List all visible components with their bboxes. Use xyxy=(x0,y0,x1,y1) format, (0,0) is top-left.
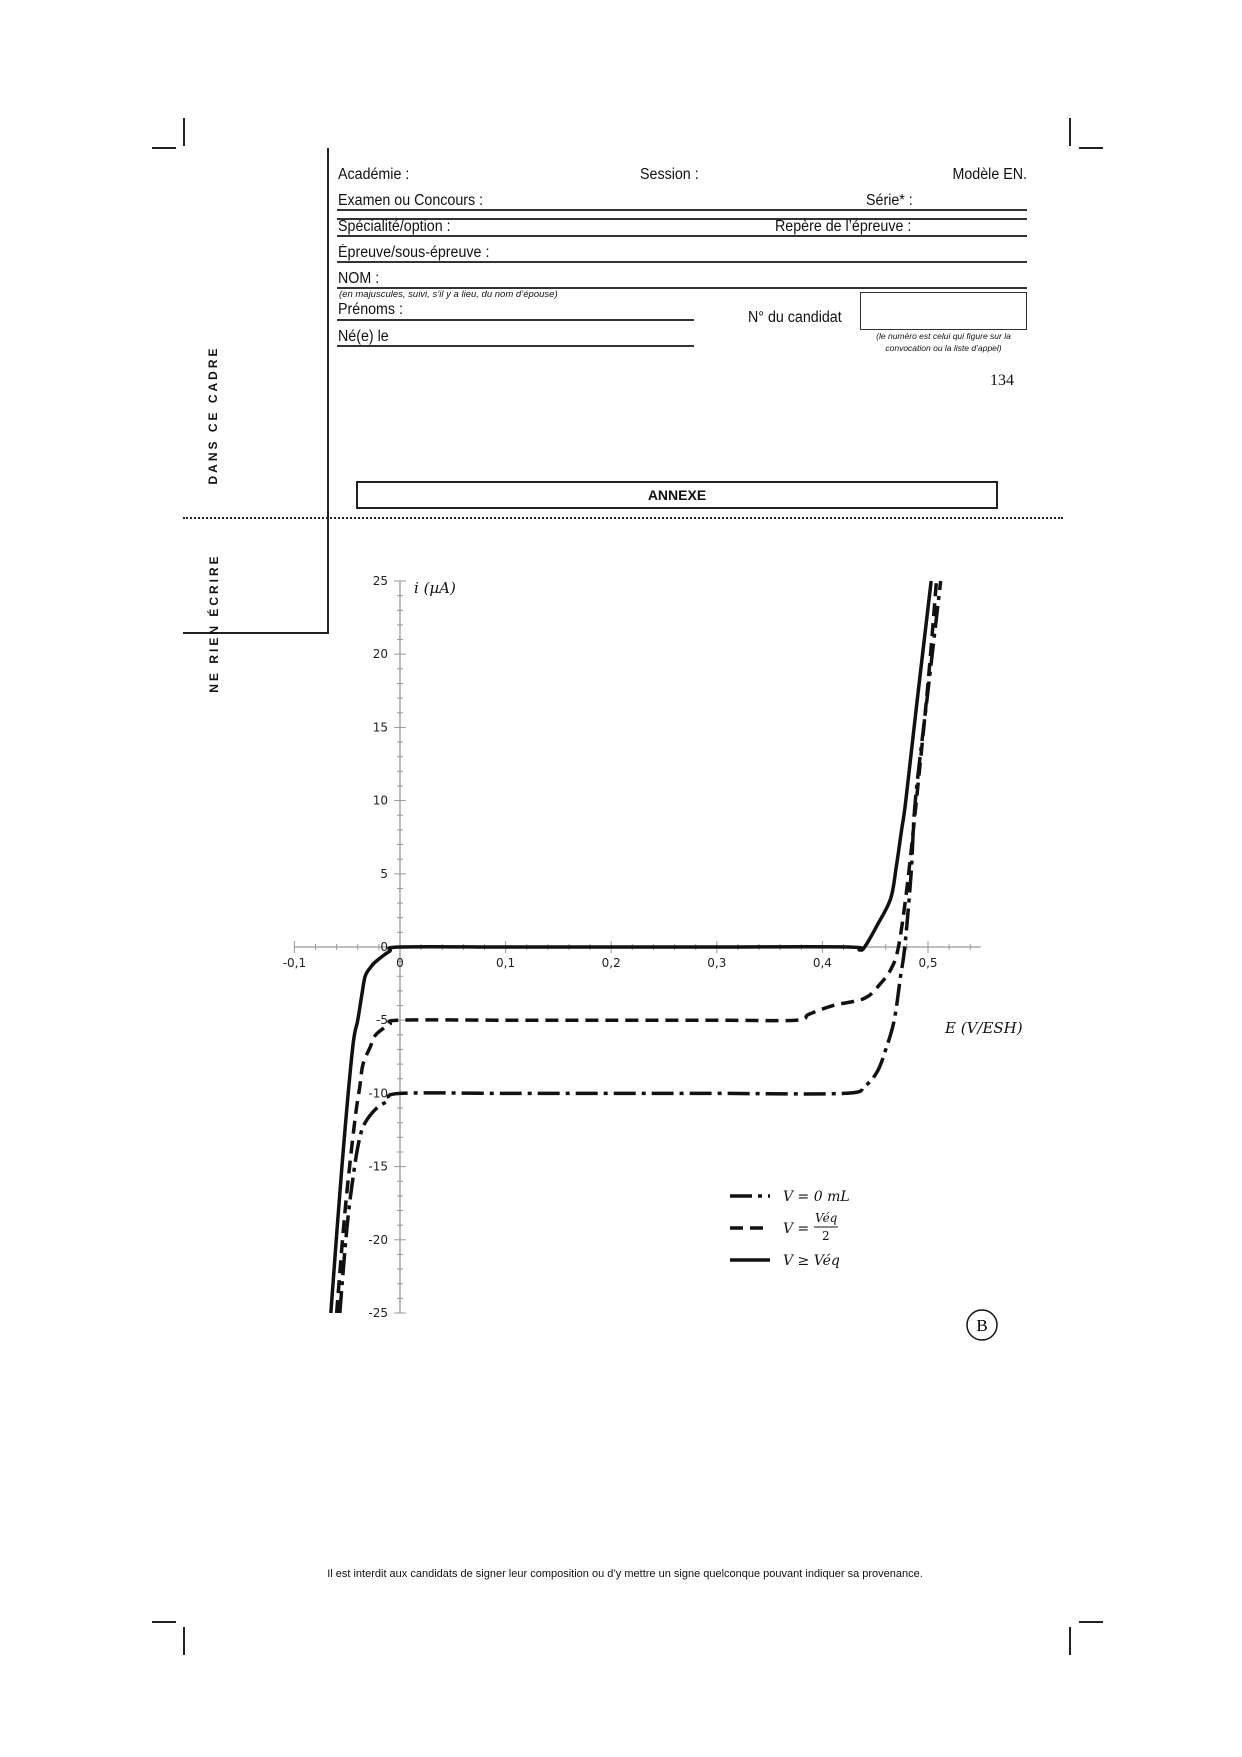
page-number: 134 xyxy=(990,372,1014,389)
label-academie: Académie : xyxy=(338,166,410,183)
subject-mark-circle xyxy=(966,1309,998,1341)
y-tick-label: -20 xyxy=(368,1233,388,1247)
y-axis-title: i (µA) xyxy=(414,579,456,597)
y-tick-label: -5 xyxy=(376,1013,388,1027)
y-tick-label: -15 xyxy=(368,1160,388,1174)
legend-label-vhalf-prefix: V = xyxy=(783,1221,809,1237)
margin-frame-vertical xyxy=(327,148,329,633)
y-tick-label: -10 xyxy=(368,1086,388,1100)
crop-mark xyxy=(183,118,185,146)
x-tick-label: 0,4 xyxy=(813,956,832,970)
legend-label-vhalf-den: 2 xyxy=(822,1229,830,1243)
field-line-prenoms[interactable] xyxy=(337,319,694,321)
label-nom: NOM : xyxy=(338,270,380,287)
field-line-ne-le[interactable] xyxy=(337,345,694,347)
field-line-academie[interactable] xyxy=(337,218,1027,220)
label-repere: Repère de l’épreuve : xyxy=(775,218,912,235)
series-line-1 xyxy=(334,580,939,1314)
crop-mark xyxy=(1069,118,1071,146)
y-tick-label: 10 xyxy=(373,794,388,808)
field-line-examen[interactable] xyxy=(337,209,1027,211)
crop-mark xyxy=(183,1627,185,1655)
y-tick-label: -25 xyxy=(368,1306,388,1320)
label-session: Session : xyxy=(640,166,699,183)
label-candidat: N° du candidat xyxy=(748,309,842,326)
legend: V = 0 mL V = Véq 2 V ≥ Véq xyxy=(730,1189,850,1269)
label-prenoms: Prénoms : xyxy=(338,301,403,318)
candidat-number-box[interactable] xyxy=(860,292,1027,330)
x-tick-label: 0,5 xyxy=(918,956,937,970)
label-specialite: Spécialité/option : xyxy=(338,218,451,235)
crop-mark xyxy=(1079,1621,1103,1623)
label-ne-le: Né(e) le xyxy=(338,328,389,345)
nom-note: (en majuscules, suivi, s’il y a lieu, du… xyxy=(339,289,558,300)
field-line-specialite[interactable] xyxy=(337,235,1027,237)
crop-mark xyxy=(152,147,176,149)
crop-mark xyxy=(1069,1627,1071,1655)
x-tick-label: 0,1 xyxy=(496,956,515,970)
x-tick-label: 0,3 xyxy=(707,956,726,970)
y-tick-label: 0 xyxy=(380,940,388,954)
candidat-note-1: (le numéro est celui qui figure sur la xyxy=(876,331,1011,341)
subject-mark: B xyxy=(976,1316,987,1335)
margin-frame-horizontal xyxy=(183,632,329,634)
annexe-title: ANNEXE xyxy=(647,487,707,503)
field-line-epreuve[interactable] xyxy=(337,261,1027,263)
x-tick-label: -0,1 xyxy=(283,956,306,970)
x-tick-label: 0 xyxy=(396,956,404,970)
cut-dotted-line xyxy=(183,517,1063,519)
field-line-nom[interactable] xyxy=(337,287,1027,289)
legend-label-v0: V = 0 mL xyxy=(783,1189,850,1205)
x-axis-title: E (V/ESH) xyxy=(944,1019,1023,1037)
y-tick-label: 5 xyxy=(380,867,388,881)
legend-label-vhalf-num: Véq xyxy=(815,1211,838,1225)
legend-label-vgeq: V ≥ Véq xyxy=(783,1253,840,1269)
series-line-0 xyxy=(338,580,943,1314)
crop-mark xyxy=(1079,147,1103,149)
label-epreuve: Épreuve/sous-épreuve : xyxy=(338,244,490,261)
annexe-title-box: ANNEXE xyxy=(356,481,998,509)
label-modele: Modèle EN. xyxy=(952,166,1027,183)
footer-notice: Il est interdit aux candidats de signer … xyxy=(327,1568,923,1580)
series-line-2 xyxy=(329,580,933,1314)
label-serie: Série* : xyxy=(866,192,913,209)
y-tick-label: 15 xyxy=(373,720,388,734)
label-examen: Examen ou Concours : xyxy=(338,192,484,209)
crop-mark xyxy=(152,1621,176,1623)
candidat-note-2: convocation ou la liste d’appel) xyxy=(885,343,1002,353)
y-tick-label: 20 xyxy=(373,647,388,661)
x-tick-label: 0,2 xyxy=(602,956,621,970)
y-tick-label: 25 xyxy=(373,574,388,588)
